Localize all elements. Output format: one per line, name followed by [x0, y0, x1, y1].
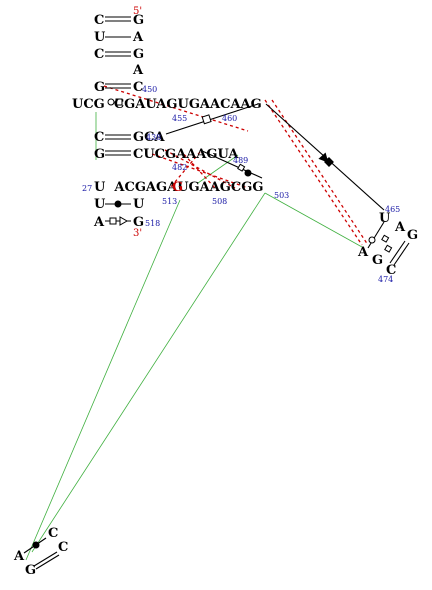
tertiary-line-7	[169, 151, 201, 189]
bottom-left-loop: C C A G	[13, 526, 68, 578]
residue-number: 450	[142, 85, 157, 94]
square-symbol-6	[384, 244, 393, 253]
backbone-junction	[199, 149, 263, 179]
circle-symbol-2	[368, 236, 376, 244]
stem-nt: A	[132, 63, 144, 78]
three-prime-label: 3'	[133, 228, 142, 239]
stem-nt: C	[94, 130, 104, 145]
stem-nt: U	[94, 197, 106, 212]
interaction-symbols	[107, 98, 334, 177]
loop-nt: A	[357, 245, 369, 260]
residue-number: 508	[212, 197, 227, 206]
residue-number: 27	[82, 184, 92, 193]
stem-nt: G	[133, 215, 144, 230]
stem-nt: G	[133, 47, 144, 62]
residue-number: 489	[233, 156, 248, 165]
loop-nt: C	[48, 526, 58, 541]
stem-nt: G	[94, 80, 105, 95]
tertiary-line-2	[264, 99, 363, 246]
residue-number: 513	[162, 197, 177, 206]
loop-nt: U	[379, 211, 391, 226]
square-symbol-4	[109, 217, 117, 225]
residue-number: 455	[172, 114, 187, 123]
filled-circle-symbol-2	[32, 541, 40, 549]
square-symbol-2	[115, 98, 123, 106]
five-prime-label: 5'	[133, 6, 142, 17]
stem-nt: C	[94, 13, 104, 28]
square-symbol-3	[237, 163, 246, 172]
loop-nt: A	[394, 220, 406, 235]
backbone-hairpin-left	[165, 103, 259, 135]
loop-nt: G	[372, 253, 383, 268]
residue-number: 474	[378, 275, 393, 284]
filled-circle-symbol	[244, 169, 252, 177]
loop-nt: G	[25, 563, 36, 578]
row-lower-sequence: U ACGAGAUGAAGCGG	[94, 180, 263, 195]
triangle-symbol-2	[119, 216, 129, 226]
residue-number: 465	[385, 205, 400, 214]
green-interaction-lines	[25, 112, 363, 561]
stem-nt: U	[94, 30, 106, 45]
residue-number: 460	[222, 114, 237, 123]
tertiary-line-6	[179, 149, 216, 189]
square-symbol-5	[381, 234, 390, 243]
residue-number: 438	[146, 133, 161, 142]
green-line-long-1	[25, 199, 181, 561]
tertiary-line-1	[103, 85, 249, 132]
tertiary-dashed-lines	[103, 85, 369, 246]
filled-circle-symbol	[114, 200, 122, 208]
stem-nt: A	[132, 30, 144, 45]
circle-symbol	[107, 98, 115, 106]
tertiary-line-3	[271, 99, 369, 246]
stem-nt: C	[94, 47, 104, 62]
stem-nt: A	[93, 215, 105, 230]
residue-number: 518	[145, 219, 160, 228]
loop-nt: C	[58, 540, 68, 555]
lower-row: 27 U ACGAGAUGAAGCGG G 513 508 503 U U A …	[82, 180, 289, 239]
stem-nt: G	[133, 13, 144, 28]
triangle-symbol	[318, 152, 329, 163]
loop-nt: G	[407, 228, 418, 243]
row-b2-sequence: CUCGAAAGUA	[133, 147, 239, 162]
diamond-symbol	[324, 157, 334, 167]
green-line-junction	[197, 154, 239, 184]
row-top-sequence: UCG CGAUAGUGAACAAG	[72, 97, 262, 112]
square-symbol	[201, 114, 212, 125]
residue-number: 503	[274, 191, 289, 200]
stem-nt: G	[94, 147, 105, 162]
loop-nt: C	[386, 263, 396, 278]
stem-nt: C	[133, 80, 143, 95]
highlighted-nt: G	[172, 180, 183, 195]
tertiary-line-4	[151, 153, 249, 189]
loop-nt: A	[13, 549, 25, 564]
stem-nt: U	[133, 197, 145, 212]
green-line-long-2	[31, 192, 266, 553]
tertiary-line-5	[164, 149, 236, 189]
left-stem: 5' C G U A C G A G C 450	[94, 6, 157, 95]
residue-number: 482	[172, 163, 187, 172]
right-loop: U 465 A G C G A 474	[357, 205, 418, 284]
row-b1-sequence: GCA	[133, 130, 165, 145]
green-line-to-loop	[264, 192, 363, 248]
middle-row: UCG CGAUAGUGAACAAG 455 460 C GCA 438 G C…	[72, 97, 262, 172]
